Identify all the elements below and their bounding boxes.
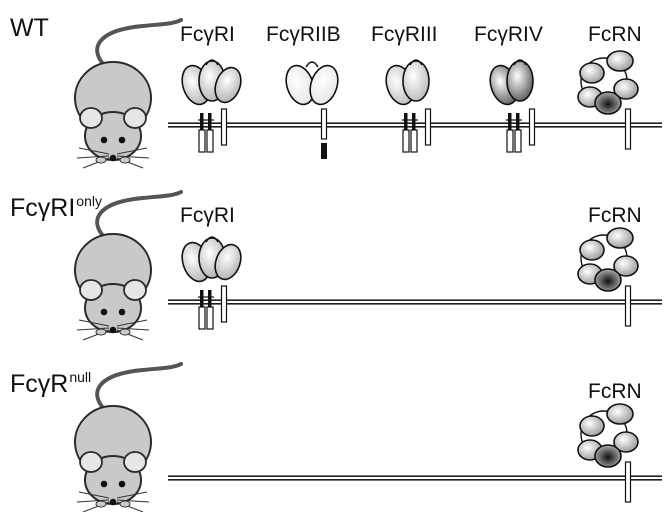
receptor-only-fcgri bbox=[181, 236, 242, 330]
receptor-label-only-fcrn: FcRN bbox=[588, 204, 642, 227]
mouse-wt bbox=[74, 18, 183, 169]
row-label-wt: WT bbox=[10, 14, 49, 42]
membrane-fcgri-only bbox=[168, 299, 662, 305]
receptor-wt-fcrn bbox=[577, 50, 639, 150]
receptor-label-wt-fcgriii: FcγRIII bbox=[371, 23, 438, 46]
receptor-label-wt-fcgri: FcγRI bbox=[180, 23, 235, 46]
receptor-wt-fcgriv bbox=[489, 59, 536, 153]
receptor-label-wt-fcgriv: FcγRIV bbox=[474, 23, 543, 46]
membrane-fcgr-null bbox=[168, 475, 662, 481]
row-label-fcgr-null: FcγRnull bbox=[10, 369, 92, 398]
mouse-fcgr-null bbox=[74, 362, 183, 513]
receptor-label-wt-fcgriib: FcγRIIB bbox=[266, 23, 341, 46]
receptor-label-null-fcrn: FcRN bbox=[588, 380, 642, 403]
receptor-label-wt-fcrn: FcRN bbox=[588, 23, 642, 46]
receptor-wt-fcgriib bbox=[285, 61, 339, 159]
mouse-fcgri-only bbox=[74, 190, 183, 341]
receptor-wt-fcgriii bbox=[385, 59, 432, 153]
receptor-only-fcrn bbox=[577, 227, 639, 327]
receptor-wt-fcgri bbox=[181, 59, 242, 153]
row-label-fcgri-only: FcγRIonly bbox=[10, 193, 102, 222]
receptor-null-fcrn bbox=[577, 403, 639, 503]
receptor-label-only-fcgri: FcγRI bbox=[180, 204, 235, 227]
